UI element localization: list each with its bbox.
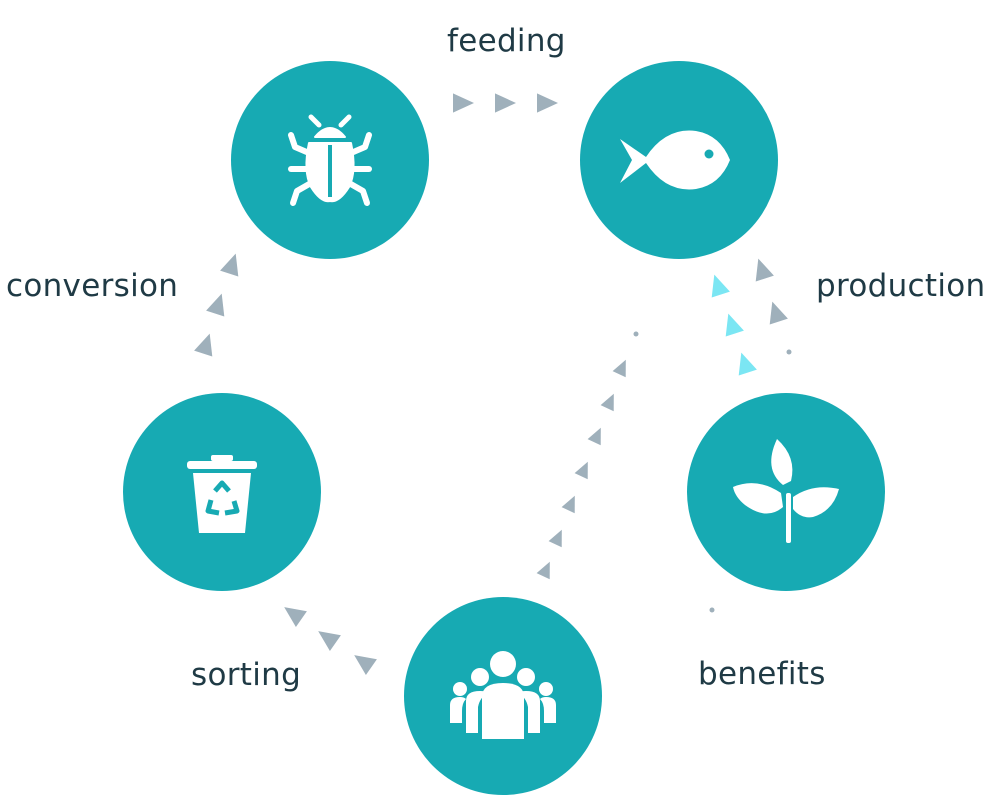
arrow-benefits-5	[600, 393, 614, 412]
arrow-production-gray-0	[769, 301, 788, 325]
arrow-production-cyan-1	[725, 313, 744, 337]
arrow-benefits-3	[574, 461, 588, 480]
arrow-benefits-dot-top	[633, 331, 639, 337]
arrow-feeding-2	[537, 93, 558, 113]
arrow-benefits-dot-bottom	[709, 607, 715, 613]
arrow-benefits-2	[561, 495, 575, 514]
node-insects	[231, 61, 429, 259]
label-sorting: sorting	[191, 657, 302, 693]
label-benefits: benefits	[698, 656, 826, 692]
arrow-sorting-1	[318, 631, 341, 651]
arrow-sorting-0	[354, 655, 377, 675]
node-plants	[687, 393, 885, 591]
arrow-benefits-0	[536, 561, 550, 580]
arrow-production-gray-1	[755, 258, 774, 282]
arrow-benefits-1	[548, 529, 562, 548]
bug-icon	[231, 61, 429, 259]
arrow-conversion-0	[194, 333, 213, 357]
label-production: production	[816, 268, 986, 304]
node-community	[404, 597, 602, 795]
arrow-feeding-1	[495, 93, 516, 113]
arrow-production-cyan-0	[738, 352, 757, 376]
people-icon	[404, 597, 602, 795]
recycle-bin-icon	[123, 393, 321, 591]
arrow-production-dot	[786, 349, 792, 355]
arrow-production-cyan-2	[711, 274, 730, 298]
arrow-benefits-4	[587, 427, 601, 446]
label-feeding: feeding	[447, 23, 566, 59]
node-fish	[580, 61, 778, 259]
arrow-sorting-2	[284, 607, 307, 627]
arrow-conversion-2	[220, 253, 239, 277]
arrow-feeding-0	[453, 93, 474, 113]
plant-icon	[687, 393, 885, 591]
node-waste	[123, 393, 321, 591]
fish-icon	[580, 61, 778, 259]
label-conversion: conversion	[6, 268, 179, 304]
arrow-benefits-6	[612, 359, 626, 378]
arrow-conversion-1	[206, 293, 225, 317]
